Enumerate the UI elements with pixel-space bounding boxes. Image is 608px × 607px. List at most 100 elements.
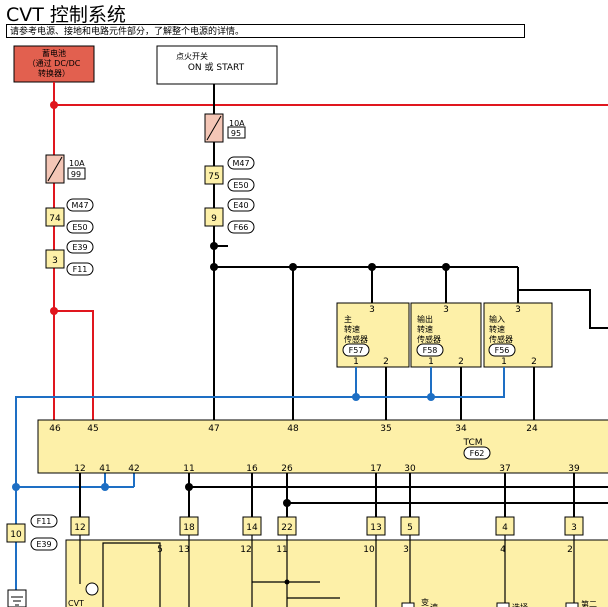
connector-label: F11	[73, 265, 88, 274]
partial-label: 变	[421, 597, 429, 607]
terminal-label: 5	[407, 523, 413, 533]
tcm-connector: F62	[470, 449, 485, 458]
sensor-main: 3 主 转速 传感器 F57 1 2	[336, 302, 410, 368]
svg-text:1: 1	[501, 357, 507, 367]
tcm-pin: 16	[246, 464, 258, 474]
svg-text:3: 3	[369, 305, 375, 315]
connector-label: E40	[233, 201, 248, 210]
tcm-pin: 47	[208, 424, 219, 434]
svg-text:主: 主	[344, 314, 352, 324]
terminal-label: 74	[49, 214, 61, 224]
connector-label: M47	[232, 159, 249, 168]
tcm-box	[37, 419, 608, 474]
terminal-label: 18	[183, 523, 195, 533]
tcm-pin: 37	[499, 464, 510, 474]
battery-label-3: 转换器）	[38, 68, 70, 78]
svg-text:2: 2	[458, 357, 464, 367]
svg-text:F57: F57	[349, 346, 364, 355]
tcm-pin: 30	[404, 464, 416, 474]
tcm-pin: 39	[568, 464, 580, 474]
reference-note: 请参考电源、接地和电路元件部分，了解整个电源的详情。	[6, 24, 525, 38]
svg-text:2: 2	[383, 357, 389, 367]
terminal-label: 75	[208, 172, 219, 182]
svg-text:传感器: 传感器	[489, 334, 513, 344]
battery-label-1: 蓄电池	[42, 48, 66, 58]
terminal-label: 14	[246, 523, 258, 533]
svg-text:3: 3	[443, 305, 449, 315]
battery-label-2: （通过 DC/DC	[28, 58, 81, 68]
connector-label: F11	[37, 517, 52, 526]
svg-text:1: 1	[353, 357, 359, 367]
terminal-10	[6, 523, 26, 543]
svg-text:输出: 输出	[417, 314, 433, 324]
fuse-mid-amps: 10A	[229, 119, 245, 128]
pin-label: 5	[157, 545, 163, 555]
sensor-input: 3 输入 转速 传感器 F56 1 2	[483, 302, 553, 368]
fuse-mid-number: 95	[231, 129, 241, 138]
connector-label: E50	[233, 181, 248, 190]
connector-label: E50	[72, 223, 87, 232]
ignition-label-2: ON 或 START	[188, 61, 245, 73]
tcm-pin: 48	[287, 424, 299, 434]
thermistor-icon	[85, 582, 99, 596]
page-title: CVT 控制系统	[6, 4, 126, 26]
splice-dot	[50, 307, 58, 315]
tcm-pin: 45	[87, 424, 98, 434]
tcm-pin: 24	[526, 424, 538, 434]
svg-text:传感器: 传感器	[417, 334, 441, 344]
terminal-label: 4	[502, 523, 508, 533]
fuse-left-number: 99	[71, 170, 81, 179]
tcm-pin: 17	[370, 464, 381, 474]
terminal-label: 22	[281, 523, 292, 533]
cvt-unit-box	[65, 539, 608, 607]
partial-label: 第二	[581, 599, 597, 607]
pin-label: 3	[403, 545, 409, 555]
tcm-name: TCM	[462, 438, 482, 448]
terminal-label: 3	[52, 256, 58, 266]
cvt-label: CVT	[68, 599, 84, 607]
tcm-pin: 46	[49, 424, 61, 434]
svg-text:输入: 输入	[489, 314, 505, 324]
pin-label: 13	[178, 545, 189, 555]
terminal-75	[204, 165, 224, 185]
tcm-pin: 42	[128, 464, 139, 474]
tcm-pin: 35	[380, 424, 391, 434]
connector-label: M47	[71, 201, 88, 210]
connector-label: E39	[72, 243, 87, 252]
ignition-label-1: 点火开关	[176, 51, 208, 61]
terminal-74	[45, 207, 65, 227]
pin-label: 2	[567, 545, 573, 555]
tcm-pin: 41	[99, 464, 110, 474]
terminal-9	[204, 207, 224, 227]
terminal-label: 3	[571, 523, 577, 533]
svg-text:转速: 转速	[344, 324, 360, 334]
connector-label: F66	[234, 223, 249, 232]
tcm-pin: 34	[455, 424, 467, 434]
pin-label: 11	[276, 545, 287, 555]
svg-text:转速: 转速	[489, 324, 505, 334]
tcm-pin: 11	[183, 464, 194, 474]
tcm-pin: 12	[74, 464, 85, 474]
svg-text:1: 1	[428, 357, 434, 367]
connector-label: E39	[36, 540, 51, 549]
battery-box	[13, 45, 95, 83]
fuse-left-amps: 10A	[69, 159, 85, 168]
pin-label: 12	[240, 545, 251, 555]
svg-text:F56: F56	[495, 346, 510, 355]
svg-text:F58: F58	[423, 346, 438, 355]
partial-label: 选择	[512, 602, 528, 607]
terminal-3	[45, 249, 65, 269]
terminal-label: 10	[10, 530, 22, 540]
terminal-label: 13	[370, 523, 381, 533]
ground-icon	[7, 589, 27, 607]
ignition-switch-box	[156, 45, 278, 85]
terminal-label: 9	[211, 214, 217, 224]
partial-label: 速	[430, 603, 438, 607]
svg-text:2: 2	[531, 357, 537, 367]
svg-text:3: 3	[515, 305, 521, 315]
splice-dot	[50, 101, 58, 109]
sensor-output: 3 输出 转速 传感器 F58 1 2	[410, 302, 482, 368]
terminal-label: 12	[74, 523, 85, 533]
svg-text:转速: 转速	[417, 324, 433, 334]
